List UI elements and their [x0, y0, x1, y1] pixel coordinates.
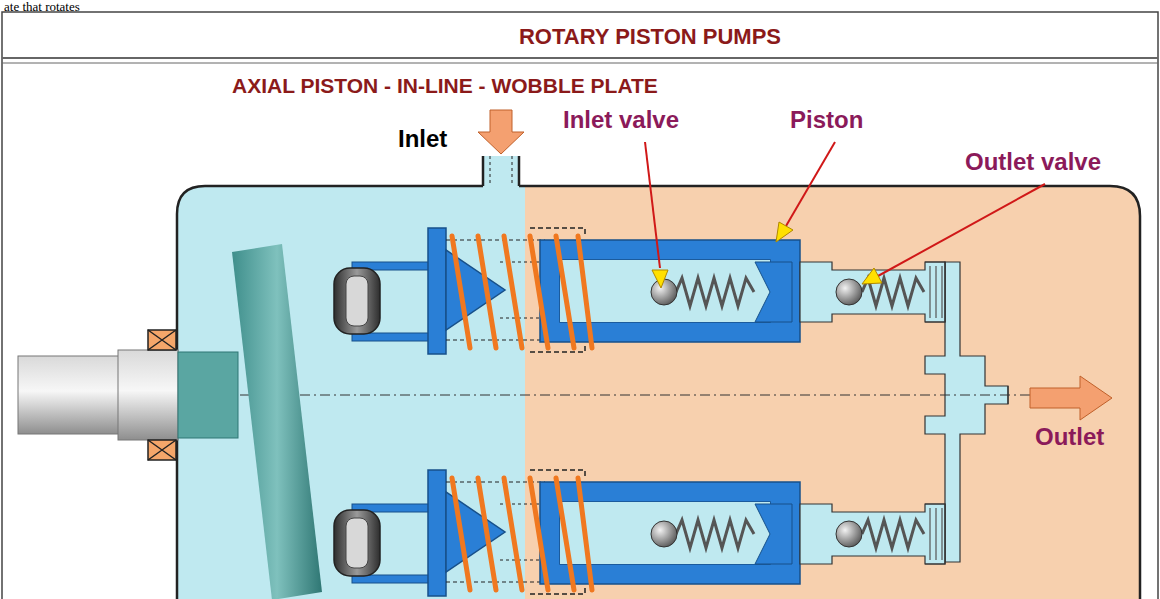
- part-label: Inlet valve: [563, 106, 679, 134]
- centre-line: [180, 395, 1030, 396]
- part-label: Piston: [790, 106, 863, 134]
- lower-piston-assembly: [334, 470, 945, 596]
- drive-shaft: [18, 350, 238, 440]
- part-label: Outlet valve: [965, 148, 1101, 176]
- title-rule: [2, 57, 1158, 59]
- pump-housing: [177, 156, 1140, 599]
- flow-arrow: [478, 110, 524, 154]
- flow-arrow: [1030, 376, 1112, 420]
- part-label: Inlet: [398, 125, 447, 153]
- shaft-bearing: [148, 330, 176, 460]
- diagram-title: ROTARY PISTON PUMPS: [450, 24, 850, 50]
- diagram-subtitle: AXIAL PISTON - IN-LINE - WOBBLE PLATE: [232, 74, 658, 98]
- wobble-plate: [232, 244, 322, 599]
- part-label: Outlet: [1035, 423, 1104, 451]
- title-rule: [2, 63, 1158, 64]
- page-frame: [2, 12, 1158, 599]
- page-fragment-text: ate that rotates: [4, 0, 80, 15]
- upper-piston-assembly: [334, 228, 945, 354]
